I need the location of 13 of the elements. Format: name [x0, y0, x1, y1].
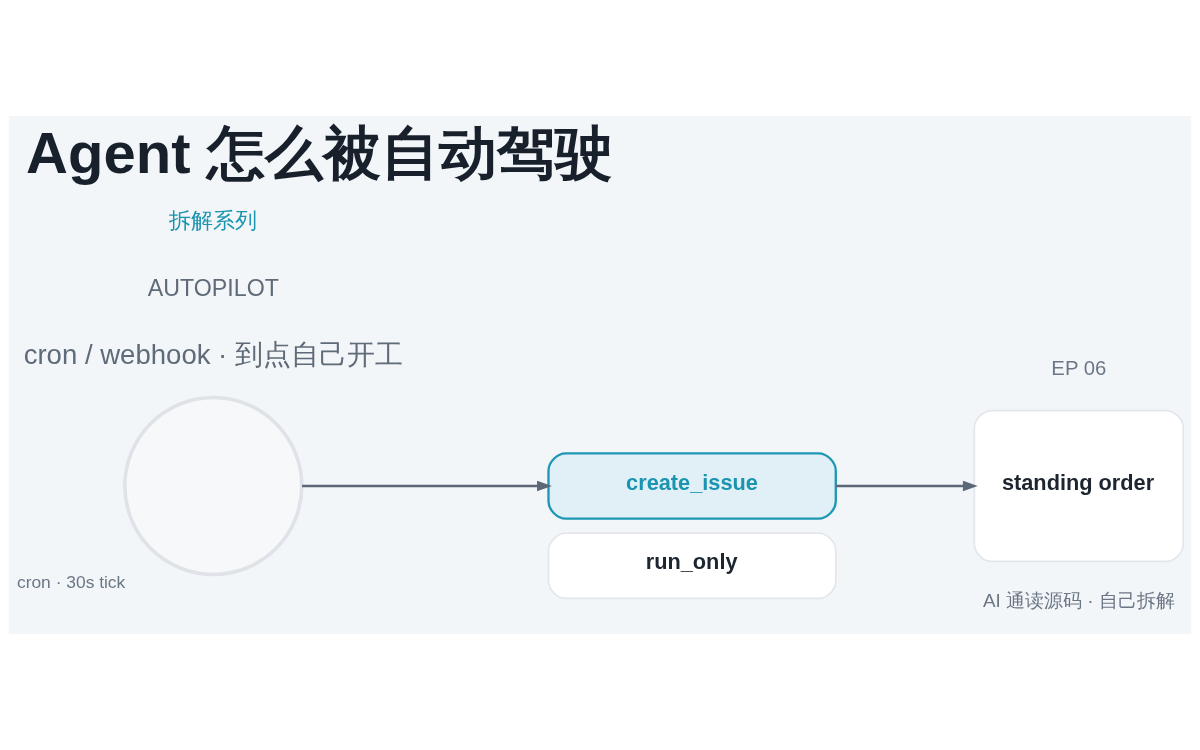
diagram-title: Agent 怎么被自动驾驶 [26, 119, 613, 185]
label: cron / webhook · 到点自己开工 [23, 338, 403, 370]
node-circle [123, 395, 304, 577]
node-box: standing order [973, 409, 1185, 563]
arrow [835, 480, 978, 492]
label: 拆解系列 [169, 208, 258, 234]
arrow [302, 480, 552, 492]
node-label: cron · 30s tick [16, 572, 126, 593]
label: AI 通读源码 · 自己拆解 [982, 590, 1175, 612]
node-box: create_issue [547, 452, 837, 520]
node-box: run_only [547, 532, 837, 600]
label: EP 06 [1051, 357, 1107, 380]
label: AUTOPILOT [147, 274, 279, 301]
